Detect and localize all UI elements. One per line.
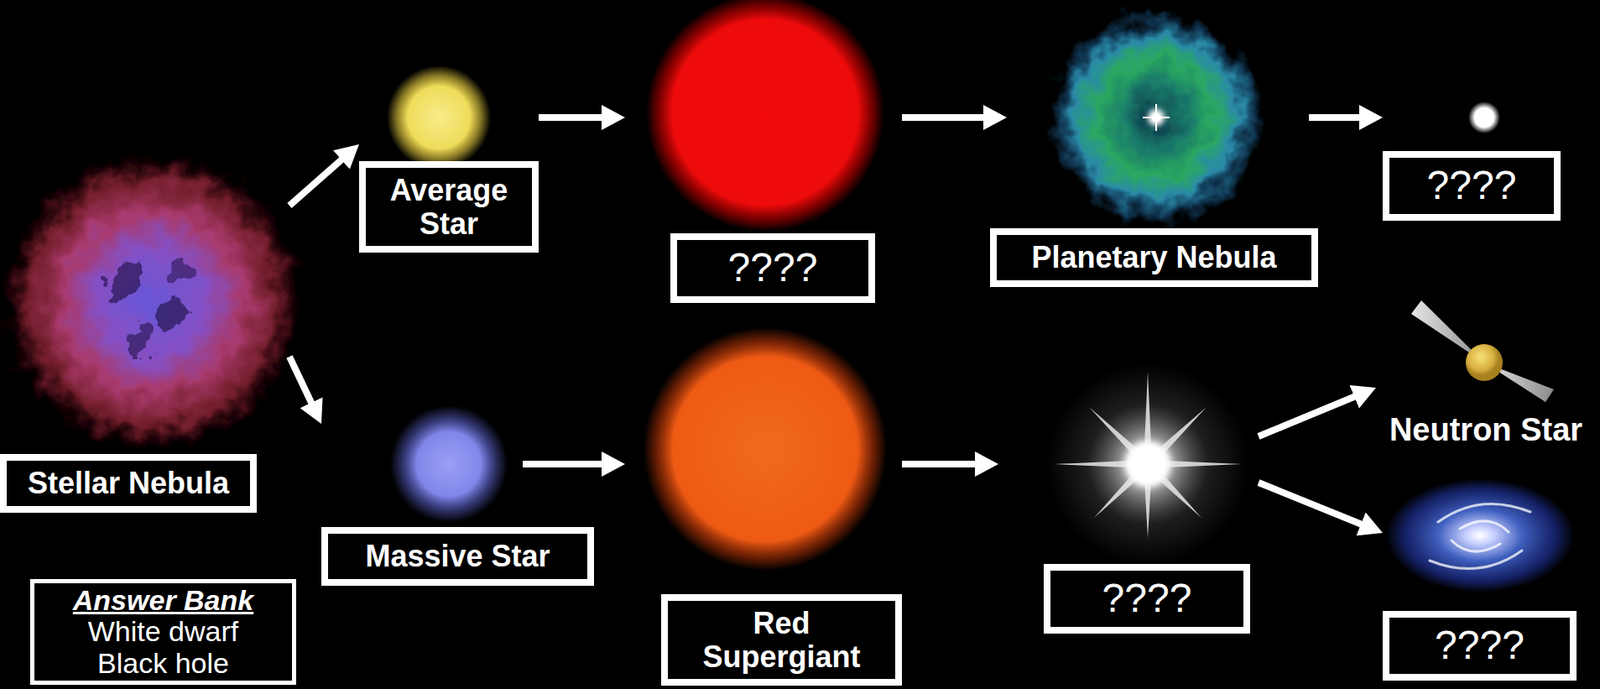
flash-halo — [1047, 363, 1249, 565]
stellar-nebula-cloud — [3, 152, 303, 452]
flow-arrow — [538, 114, 605, 121]
nebula-dark-patch — [156, 299, 188, 330]
label-frame: Massive Star — [321, 526, 595, 586]
label-frame: ???? — [670, 233, 876, 303]
red-giant — [646, 0, 885, 232]
blank-placeholder: ???? — [1397, 163, 1546, 209]
neutron-star-sphere — [1465, 343, 1503, 381]
spiral-arm — [1459, 521, 1509, 532]
label-frame: Red Supergiant — [661, 594, 902, 686]
nebula-dark-patch — [127, 326, 155, 354]
spiral-arm — [1451, 540, 1501, 552]
spiral-arm — [1438, 503, 1531, 522]
blank-placeholder: ???? — [1397, 623, 1562, 668]
nebula-glow — [3, 152, 303, 452]
stage-name: Massive Star — [336, 539, 579, 574]
black-hole — [1386, 478, 1574, 593]
stage-node: Neutron Star — [1375, 302, 1596, 454]
planetary-nebula — [1048, 10, 1264, 225]
blank-box: ???? — [1382, 92, 1561, 230]
answer-bank-frame: Answer BankWhite dwarfBlack hole — [30, 578, 297, 685]
stage-box: Average Star — [359, 67, 539, 257]
blank-box: ???? — [998, 360, 1259, 647]
stage-box: Massive Star — [321, 406, 523, 605]
label-frame: Average Star — [359, 161, 539, 253]
star-sparkle — [1142, 104, 1170, 131]
neutron-star — [1411, 300, 1554, 402]
stage-name: Neutron Star — [1375, 412, 1596, 449]
label-frame: Planetary Nebula — [990, 228, 1319, 287]
black-hole-disk — [1386, 478, 1574, 593]
stage-box: Stellar Nebula — [0, 125, 290, 529]
answer-bank-heading: Answer Bank — [44, 584, 282, 616]
blank-box: ???? — [625, 0, 902, 312]
flow-arrow — [1258, 395, 1358, 437]
red-supergiant — [643, 327, 887, 571]
label-frame: ???? — [1382, 610, 1577, 681]
nebula-dark-patch — [107, 262, 145, 300]
average-star — [386, 65, 491, 170]
flow-arrow — [289, 356, 313, 406]
label-frame: ???? — [1043, 563, 1251, 634]
stage-name: Red Supergiant — [689, 606, 875, 673]
nebula-shell — [1048, 10, 1264, 225]
massive-star — [390, 405, 508, 523]
flow-arrow — [901, 114, 987, 121]
flow-arrow — [901, 460, 979, 468]
stage-box: Planetary Nebula — [1006, 8, 1309, 298]
spiral-arm — [1429, 550, 1522, 569]
flow-arrow — [1258, 482, 1365, 526]
spiral-arms — [1429, 503, 1531, 569]
flow-arrow — [289, 157, 344, 206]
answer-choice: White dwarf — [44, 615, 282, 647]
answer-bank-box: Answer BankWhite dwarfBlack hole — [30, 578, 297, 688]
stage-box: Red Supergiant — [625, 331, 902, 689]
blank-placeholder: ???? — [685, 245, 860, 291]
white-dwarf — [1468, 101, 1501, 134]
flow-arrow — [1308, 114, 1363, 121]
supernova-flash — [1047, 363, 1249, 565]
label-frame: Stellar Nebula — [0, 453, 257, 513]
blank-placeholder: ???? — [1058, 576, 1236, 621]
flow-arrow — [522, 460, 605, 468]
flash-rays — [1053, 371, 1242, 538]
stage-name: Average Star — [375, 173, 522, 240]
stage-name: Stellar Nebula — [15, 466, 242, 501]
label-frame: Neutron Star — [1375, 412, 1596, 449]
blank-box: ???? — [1382, 474, 1577, 689]
nebula-dark-patch — [171, 258, 195, 282]
stage-name: Planetary Nebula — [1005, 240, 1303, 275]
answer-choice: Black hole — [44, 647, 282, 679]
flash-core — [1125, 442, 1170, 486]
label-frame: ???? — [1382, 151, 1561, 221]
